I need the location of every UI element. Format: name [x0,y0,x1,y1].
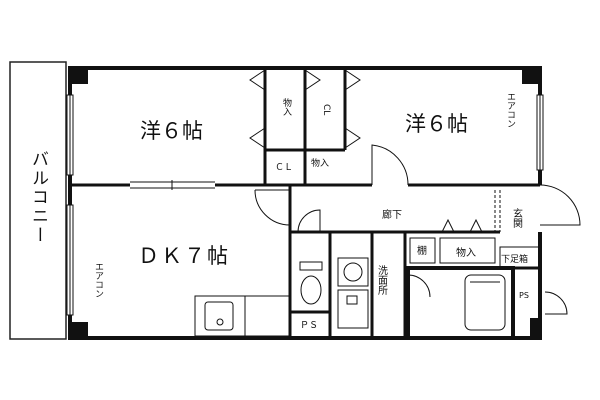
bath-outline [406,266,515,340]
balcony-label: バルコニー [28,150,48,245]
aircon-right-label: エアコン [505,92,516,128]
cl-upper-label: CL [321,104,331,115]
monoire-upper-label: 物入 [281,97,292,116]
door-swings [254,144,581,315]
interior-window [130,180,215,190]
kitchen-counter [194,295,291,337]
cl-lower-label: ＣＬ [275,163,293,173]
corridor-label: 廊下 [382,208,402,221]
closet-doors [249,69,361,178]
toilet [299,261,323,305]
wall-corners [68,66,542,340]
dk-label: ＤＫ７帖 [138,244,230,268]
washroom-fixtures [337,257,369,329]
tana-label: 棚 [417,244,427,257]
western-room-right-label: 洋６帖 [405,112,468,136]
monoire-hall-label: 物入 [456,246,476,259]
window-right [536,94,544,171]
bathtub [464,274,506,331]
entrance-label: 玄関 [511,207,523,229]
aircon-dk-label: エアコン [93,262,104,298]
western-room-left-label: 洋６帖 [140,119,203,143]
balcony-outline [9,61,67,340]
hall-storage [409,218,541,268]
monoire-lower-label: 物入 [311,157,329,169]
washroom-label: 洗面所 [376,265,388,296]
inner-walls [70,68,540,338]
windows-left [66,94,74,316]
ps-left-label: ＰＳ [300,321,318,331]
shoe-box-label: 下足箱 [501,253,528,265]
ps-right-label: PS [519,291,529,300]
